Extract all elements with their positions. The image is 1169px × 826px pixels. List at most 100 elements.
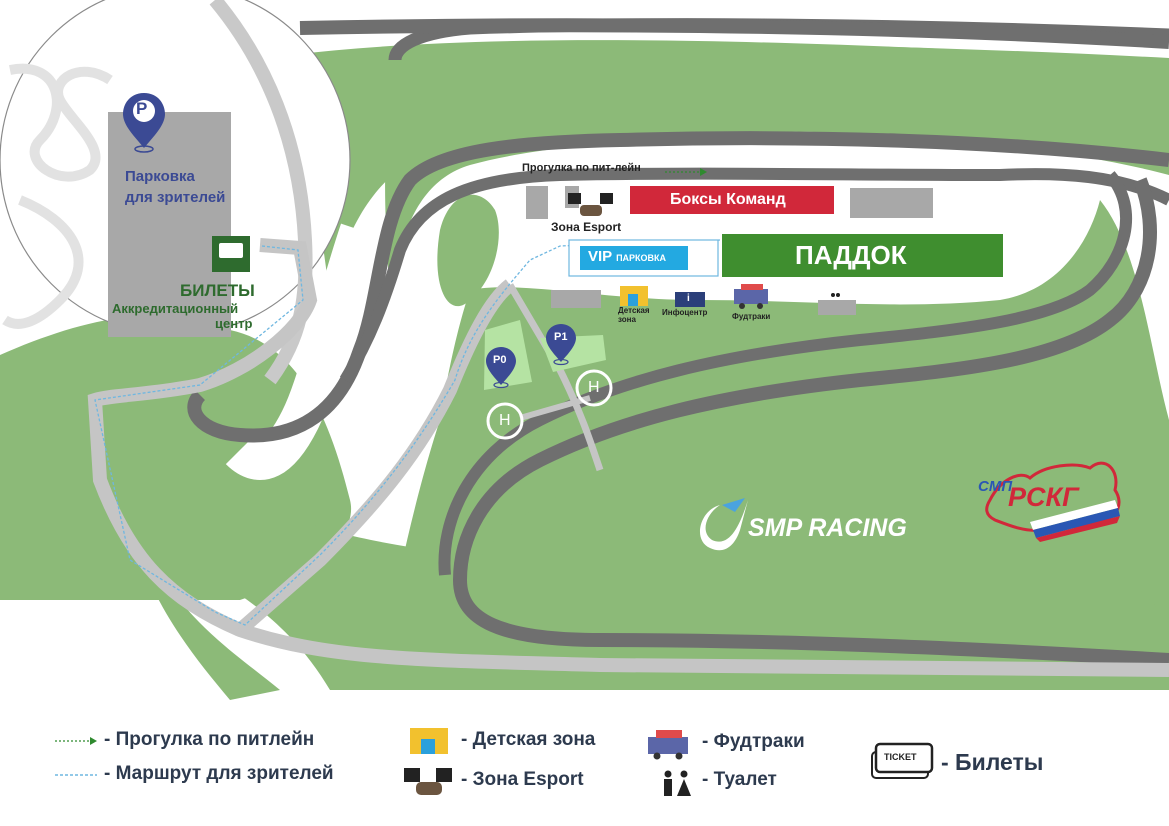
rskg-logo-text: РСКГ: [1008, 482, 1079, 512]
legend-pitlane: - Прогулка по питлейн: [104, 729, 314, 751]
grass-bottom-left: [100, 420, 280, 700]
pit-building-4: [551, 290, 601, 308]
legend-tickets-text: - Билеты: [941, 749, 1044, 775]
spectator-path: [87, 238, 1169, 677]
esport-icon-flag-left: [568, 193, 581, 204]
race-track-top: [299, 18, 1169, 49]
runoff-white: [225, 223, 379, 480]
smp-racing-logo-wing: [722, 498, 745, 512]
info-icon-symbol: i: [687, 293, 690, 304]
infocenter-label: Инфоцентр: [662, 308, 708, 317]
tickets-subtitle-1: Аккредитационный: [112, 301, 239, 316]
legend-esport: - Зона Esport: [461, 769, 584, 791]
foodtruck-icon-wheel2: [757, 303, 763, 309]
foodtruck-icon-awning: [741, 284, 763, 290]
spectator-parking-label-2: для зрителей: [125, 189, 226, 206]
legend-toilet-icon-m: [664, 770, 672, 778]
esport-icon-pad: [580, 205, 602, 216]
access-road-2: [506, 283, 604, 472]
pitlane-walk-label: Прогулка по пит-лейн: [522, 162, 641, 174]
legend-route: - Маршрут для зрителей: [104, 763, 334, 785]
helipad-1: [575, 369, 613, 407]
legend-kids-text: - Детская зона: [461, 729, 596, 750]
legend-kids-icon-door: [421, 739, 435, 754]
vip-label-small: ПАРКОВКА: [616, 253, 667, 263]
legend-ticket-word: TICKET: [884, 752, 917, 762]
legend-pitlane-text: - Прогулка по питлейн: [104, 729, 315, 750]
pit-building-5: [818, 300, 856, 315]
legend-esport-text: - Зона Esport: [461, 769, 584, 790]
race-track-inner: [339, 167, 1169, 384]
race-track-loop: [187, 131, 1169, 443]
vip-label-main: VIP: [588, 248, 612, 265]
pin-parking-shadow: [134, 145, 154, 153]
team-boxes: [630, 186, 834, 214]
helipad-2: [486, 402, 524, 440]
pit-building-3: [850, 188, 933, 218]
helipad-1-label: H: [588, 379, 600, 396]
smp-racing-logo: SMP RACING: [748, 514, 907, 542]
foodtruck-icon-body: [734, 289, 768, 304]
info-icon: [675, 292, 705, 307]
grass-inner-loop: [470, 462, 1169, 660]
legend-toilet-icon-f-body: [677, 779, 691, 796]
race-track-right: [452, 177, 1169, 667]
tickets-title: БИЛЕТЫ: [180, 281, 255, 300]
kids-zone-label-2: зона: [618, 315, 636, 324]
legend-pitlane-arrow: [90, 737, 97, 745]
pin-p0: [486, 347, 516, 385]
legend-food-icon-body: [648, 737, 688, 754]
vip-parking-label-bg: [580, 246, 688, 270]
grass-top-strip: [380, 43, 1169, 90]
access-road: [235, 279, 515, 636]
parking-pin-letter: P: [136, 99, 148, 118]
grass-pond: [437, 194, 499, 307]
foodtrucks-label: Фудтраки: [732, 312, 771, 321]
grass-left: [0, 315, 352, 600]
rskg-logo-smp: СМП: [978, 478, 1013, 495]
legend-ticket-icon: [874, 742, 934, 774]
legend-route-text: - Маршрут для зрителей: [104, 763, 334, 784]
inner-track-squiggle: [9, 63, 113, 182]
foodtruck-icon-wheel1: [739, 303, 745, 309]
helipad-connector: [519, 395, 591, 421]
spectator-parking-label-1: Парковка: [125, 168, 195, 185]
legend-tickets: - Билеты: [941, 749, 1043, 776]
kids-icon-door: [628, 294, 638, 306]
legend-esport-icon-l: [404, 768, 420, 782]
kids-zone-label-1: Детская: [618, 306, 650, 315]
paddock-label: ПАДДОК: [795, 240, 907, 270]
legend-kids: - Детская зона: [461, 729, 595, 751]
legend-food-wheel1: [653, 752, 661, 760]
legend-toilet-text: - Туалет: [702, 769, 777, 790]
legend-esport-icon-r: [436, 768, 452, 782]
toilet-icon-m: [831, 293, 835, 297]
legend-food-text: - Фудтраки: [702, 731, 805, 752]
inner-track-squiggle-2: [2, 195, 84, 329]
grass-mid-island: [385, 83, 810, 300]
spectator-route-line: [94, 239, 721, 626]
esport-zone-label: Зона Esport: [551, 220, 622, 234]
pit-building-1: [526, 186, 548, 219]
tickets-subtitle-2: центр: [215, 316, 253, 331]
pin-p1-shadow: [553, 358, 569, 366]
toilet-icon-f: [836, 293, 840, 297]
pin-parking-inner: [133, 100, 155, 122]
rskg-logo-flag-white: [1030, 500, 1118, 530]
p0-label: P0: [493, 354, 507, 366]
esport-icon-flag-right: [600, 193, 613, 204]
smp-racing-logo-icon: [699, 500, 748, 551]
legend-food-icon-awning: [656, 730, 682, 738]
legend-toilet-icon-f: [680, 770, 688, 778]
parking-building: [108, 112, 231, 337]
team-boxes-label: Боксы Команд: [670, 191, 786, 208]
ticket-icon-card: [219, 243, 243, 258]
rskg-logo-flag-red: [1036, 516, 1120, 542]
legend-food-wheel2: [675, 752, 683, 760]
legend-toilet: - Туалет: [702, 769, 777, 791]
race-track-right-outer: [438, 171, 1133, 576]
legend-toilet-icon-m-body: [664, 779, 672, 796]
pin-p1: [546, 324, 576, 362]
helipad-2-label: H: [499, 412, 511, 429]
